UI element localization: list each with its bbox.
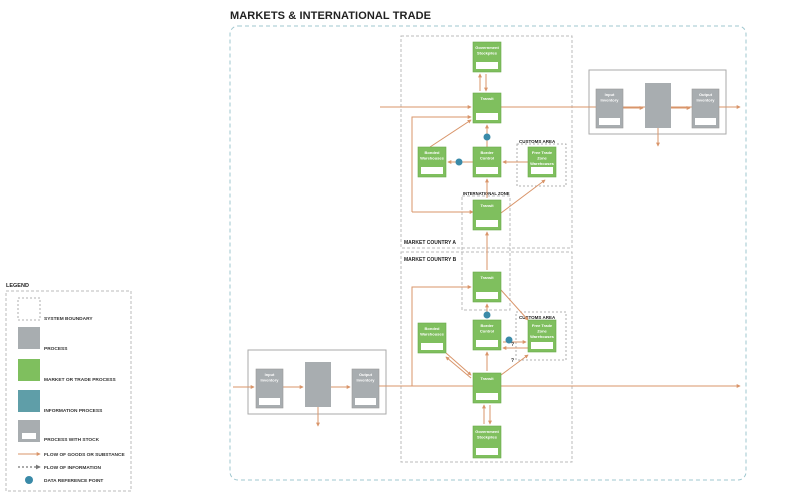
goods-flow-14 <box>500 179 546 214</box>
node-transit-a: Transit <box>472 92 502 124</box>
legend-swatch-market <box>18 359 40 381</box>
legend-label-stock: PROCESS WITH STOCK <box>44 437 100 443</box>
data-reference-point-0 <box>483 133 491 141</box>
goods-flow-17 <box>500 289 529 321</box>
node-label: Transit <box>480 376 494 381</box>
intl-zone-label: INTERNATIONAL ZONE <box>463 191 510 196</box>
legend-box <box>5 290 132 492</box>
goods-flow-5 <box>411 115 472 212</box>
node-label: Inventory <box>600 98 619 103</box>
node-label: Zone <box>537 156 547 161</box>
legend-label-market: MARKET OR TRADE PROCESS <box>44 377 116 383</box>
outer-system-boundary <box>229 25 747 481</box>
legend-label-info: INFORMATION PROCESS <box>44 408 103 414</box>
intl-zone-boundary <box>461 195 511 311</box>
legend-label-process: PROCESS <box>44 346 68 352</box>
node-label: Output <box>699 92 713 97</box>
goods-flow-22 <box>445 352 472 376</box>
legend-swatch-process <box>18 327 40 349</box>
legend-label-goods: FLOW OF GOODS OR SUBSTANCE <box>44 452 125 458</box>
node-label: Inventory <box>696 98 715 103</box>
node-label: Inventory <box>356 378 375 383</box>
node-label: Warehouses <box>530 334 554 339</box>
legend-label-datapoint: DATA REFERENCE POINT <box>44 478 103 484</box>
data-reference-point-1 <box>455 158 463 166</box>
node-label: Warehouses <box>420 332 444 337</box>
customs-a-boundary <box>516 143 567 187</box>
node-label: Warehouses <box>530 161 554 166</box>
node-label: Free Trade <box>532 323 553 328</box>
goods-flow-16 <box>411 285 472 386</box>
process-box-a <box>645 83 671 128</box>
node-label: Input <box>605 92 615 97</box>
process-box-b <box>305 362 331 407</box>
node-label: Control <box>480 156 494 161</box>
node-label: Transit <box>480 275 494 280</box>
data-reference-point-2 <box>483 311 491 319</box>
node-label: Input <box>265 372 275 377</box>
question-mark-1: ? <box>511 342 514 348</box>
node-label: Warehouses <box>420 156 444 161</box>
node-transit-b2: Transit <box>472 372 502 404</box>
legend-data-point <box>25 476 33 484</box>
customs-b-label: CUSTOMS AREA <box>519 315 556 320</box>
goods-flow-23 <box>445 356 472 379</box>
node-label: Government <box>475 45 499 50</box>
question-mark-2: ? <box>511 358 514 364</box>
node-transit-b1: Transit <box>472 271 502 303</box>
customs-a-label: CUSTOMS AREA <box>519 139 556 144</box>
node-label: Border <box>480 150 494 155</box>
legend-swatch-info <box>18 390 40 412</box>
node-label: Inventory <box>260 378 279 383</box>
country-b-label: MARKET COUNTRY B <box>404 257 457 263</box>
node-label: Stockpiles <box>477 51 498 56</box>
node-label: Bonded <box>425 326 440 331</box>
node-transit-intl: Transit <box>472 199 502 231</box>
country-a-boundary <box>400 35 573 249</box>
legend-label-boundary: SYSTEM BOUNDARY <box>44 316 93 322</box>
node-label: Border <box>480 323 494 328</box>
node-label: Transit <box>480 96 494 101</box>
production-boundary-b <box>247 349 387 415</box>
node-label: Bonded <box>425 150 440 155</box>
node-label: Control <box>480 329 494 334</box>
node-label: Transit <box>480 203 494 208</box>
goods-flow-24 <box>500 354 529 376</box>
data-reference-point-3 <box>505 336 513 344</box>
goods-flow-6 <box>429 119 472 148</box>
node-label: Zone <box>537 329 547 334</box>
legend-swatch-boundary <box>17 297 41 321</box>
node-label: Output <box>359 372 373 377</box>
legend-label-information: FLOW OF INFORMATION <box>44 465 101 471</box>
page-title: MARKETS & INTERNATIONAL TRADE <box>230 10 432 22</box>
node-label: Free Trade <box>532 150 553 155</box>
node-label: Stockpiles <box>477 435 498 440</box>
legend-title: LEGEND <box>6 283 29 289</box>
legend-swatch-stock-inner <box>22 433 36 439</box>
customs-b-boundary <box>515 311 567 361</box>
node-label: Government <box>475 429 499 434</box>
country-a-label: MARKET COUNTRY A <box>404 240 456 246</box>
